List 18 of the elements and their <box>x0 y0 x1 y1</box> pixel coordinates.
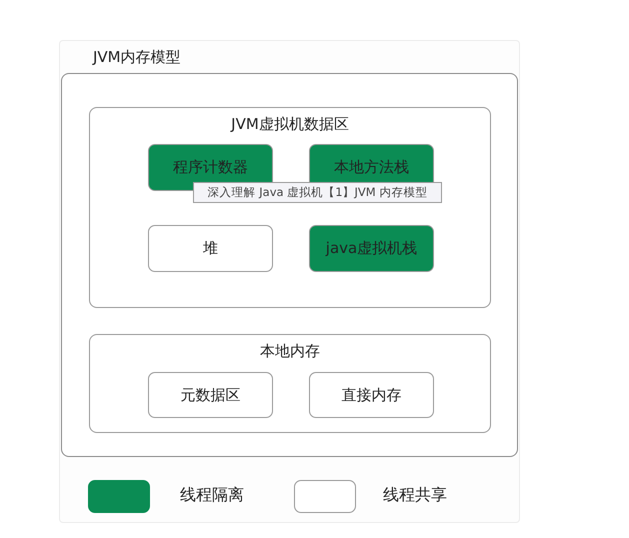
memory-area-box <box>309 372 434 418</box>
region-title: JVM虚拟机数据区 <box>231 115 349 134</box>
area-label: 本地方法栈 <box>334 158 409 177</box>
memory-area-box <box>309 225 434 272</box>
area-label: 堆 <box>203 239 218 258</box>
legend-label: 线程共享 <box>383 485 447 506</box>
area-label: 直接内存 <box>342 386 402 404</box>
area-label: java虚拟机栈 <box>326 239 418 258</box>
memory-area-box <box>148 225 273 272</box>
region-box <box>89 334 491 433</box>
memory-area-box <box>148 372 273 418</box>
area-label: 元数据区 <box>180 386 240 404</box>
area-label: 程序计数器 <box>173 158 248 177</box>
region-title: JVM内存模型 <box>93 48 181 67</box>
region-title: 本地内存 <box>260 342 320 361</box>
region-box <box>89 107 491 308</box>
tooltip: 深入理解 Java 虚拟机【1】JVM 内存模型 <box>193 182 442 203</box>
legend-label: 线程隔离 <box>180 485 244 506</box>
